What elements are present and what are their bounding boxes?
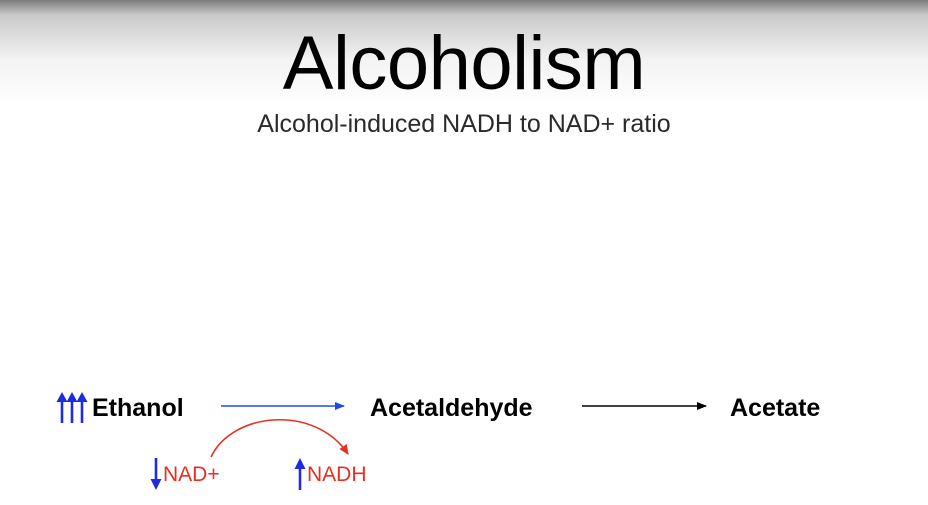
header-gradient — [0, 0, 928, 150]
ethanol-increase-icon — [56, 392, 88, 423]
acetate-label: Acetate — [730, 394, 821, 422]
ethanol-label: Ethanol — [92, 394, 184, 422]
slide-subtitle: Alcohol-induced NADH to NAD+ ratio — [257, 110, 671, 138]
nad-plus-decrease-icon — [150, 458, 162, 490]
up-arrow-icon — [66, 392, 78, 423]
nadh-increase-icon — [294, 458, 306, 490]
acetaldehyde-label: Acetaldehyde — [370, 394, 533, 422]
cofactor-conversion-arc — [210, 419, 349, 458]
up-arrow-icon — [76, 392, 88, 423]
nadh-label: NADH — [307, 463, 367, 486]
slide-title: Alcoholism — [282, 21, 646, 106]
nad-plus-label: NAD+ — [163, 463, 220, 486]
up-arrow-icon — [56, 392, 68, 423]
